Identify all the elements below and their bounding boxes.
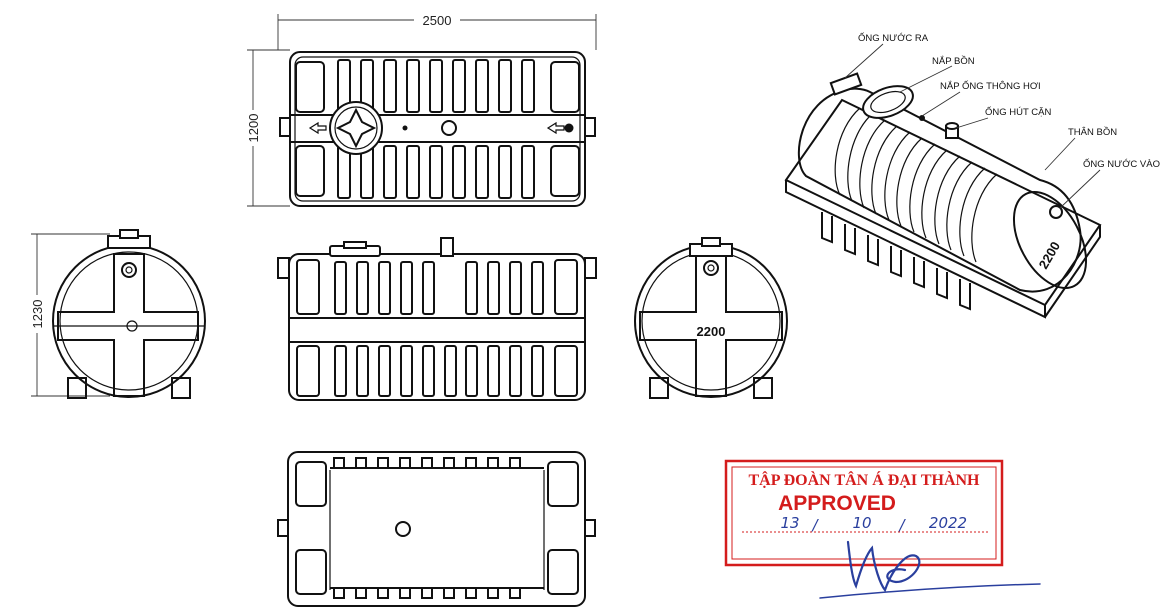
iso-inlet-pipe — [1049, 205, 1063, 219]
length-dimension: 2500 — [423, 13, 452, 28]
stamp-date-day: 13 — [780, 514, 799, 532]
label-vent-pipe-cap: NẮP ỐNG THÔNG HƠI — [940, 80, 1041, 92]
top-view-ribs — [337, 59, 535, 199]
arrow-icon — [308, 121, 327, 135]
label-tank-body: THÂN BỒN — [1068, 126, 1117, 138]
height-dimension: 1230 — [30, 300, 45, 329]
bottom-view-drain — [395, 521, 411, 537]
bottom-view — [277, 451, 596, 607]
iso-lid — [862, 85, 914, 119]
bottom-view-body — [287, 451, 586, 607]
top-view-lid — [329, 101, 383, 155]
label-outlet-pipe: ỐNG NƯỚC RA — [858, 32, 929, 44]
stamp-company: TẬP ĐOÀN TÂN Á ĐẠI THÀNH — [749, 470, 981, 489]
isometric-view: 2200 ỐNG NƯỚC RA NẮP BỒN NẮP ỐNG THÔNG H… — [784, 32, 1160, 319]
label-tank-lid: NẮP BỒN — [932, 55, 975, 67]
signature — [846, 540, 921, 593]
width-dimension: 1200 — [246, 114, 261, 143]
iso-ribs — [834, 107, 998, 263]
iso-outlet-pipe — [829, 72, 863, 96]
svg-text:/: / — [810, 516, 819, 534]
svg-text:/: / — [897, 516, 906, 534]
front-view-body — [288, 253, 586, 401]
iso-capacity-marking: 2200 — [1036, 239, 1063, 272]
stamp-status: APPROVED — [778, 492, 896, 515]
label-sludge-pipe: ỐNG HÚT CẶN — [985, 106, 1051, 118]
front-view-sludge-pipe — [440, 237, 454, 257]
stamp-date-month: 10 — [852, 514, 871, 532]
iso-tank-body — [798, 87, 1082, 293]
left-end-view: 1230 — [28, 229, 206, 399]
arrow-icon — [546, 121, 565, 135]
capacity-marking: 2200 — [697, 324, 726, 339]
top-view-sludge-port — [441, 120, 457, 136]
label-inlet-pipe: ỐNG NƯỚC VÀO — [1083, 158, 1160, 170]
right-end-view: 2200 — [634, 237, 788, 399]
front-view-ribs — [296, 259, 578, 397]
front-view — [277, 237, 597, 401]
stamp-date-year: 2022 — [929, 514, 967, 532]
top-view: 2500 1200 — [244, 12, 597, 207]
approval-stamp: TẬP ĐOÀN TÂN Á ĐẠI THÀNH APPROVED 13 / 1… — [724, 459, 1041, 599]
